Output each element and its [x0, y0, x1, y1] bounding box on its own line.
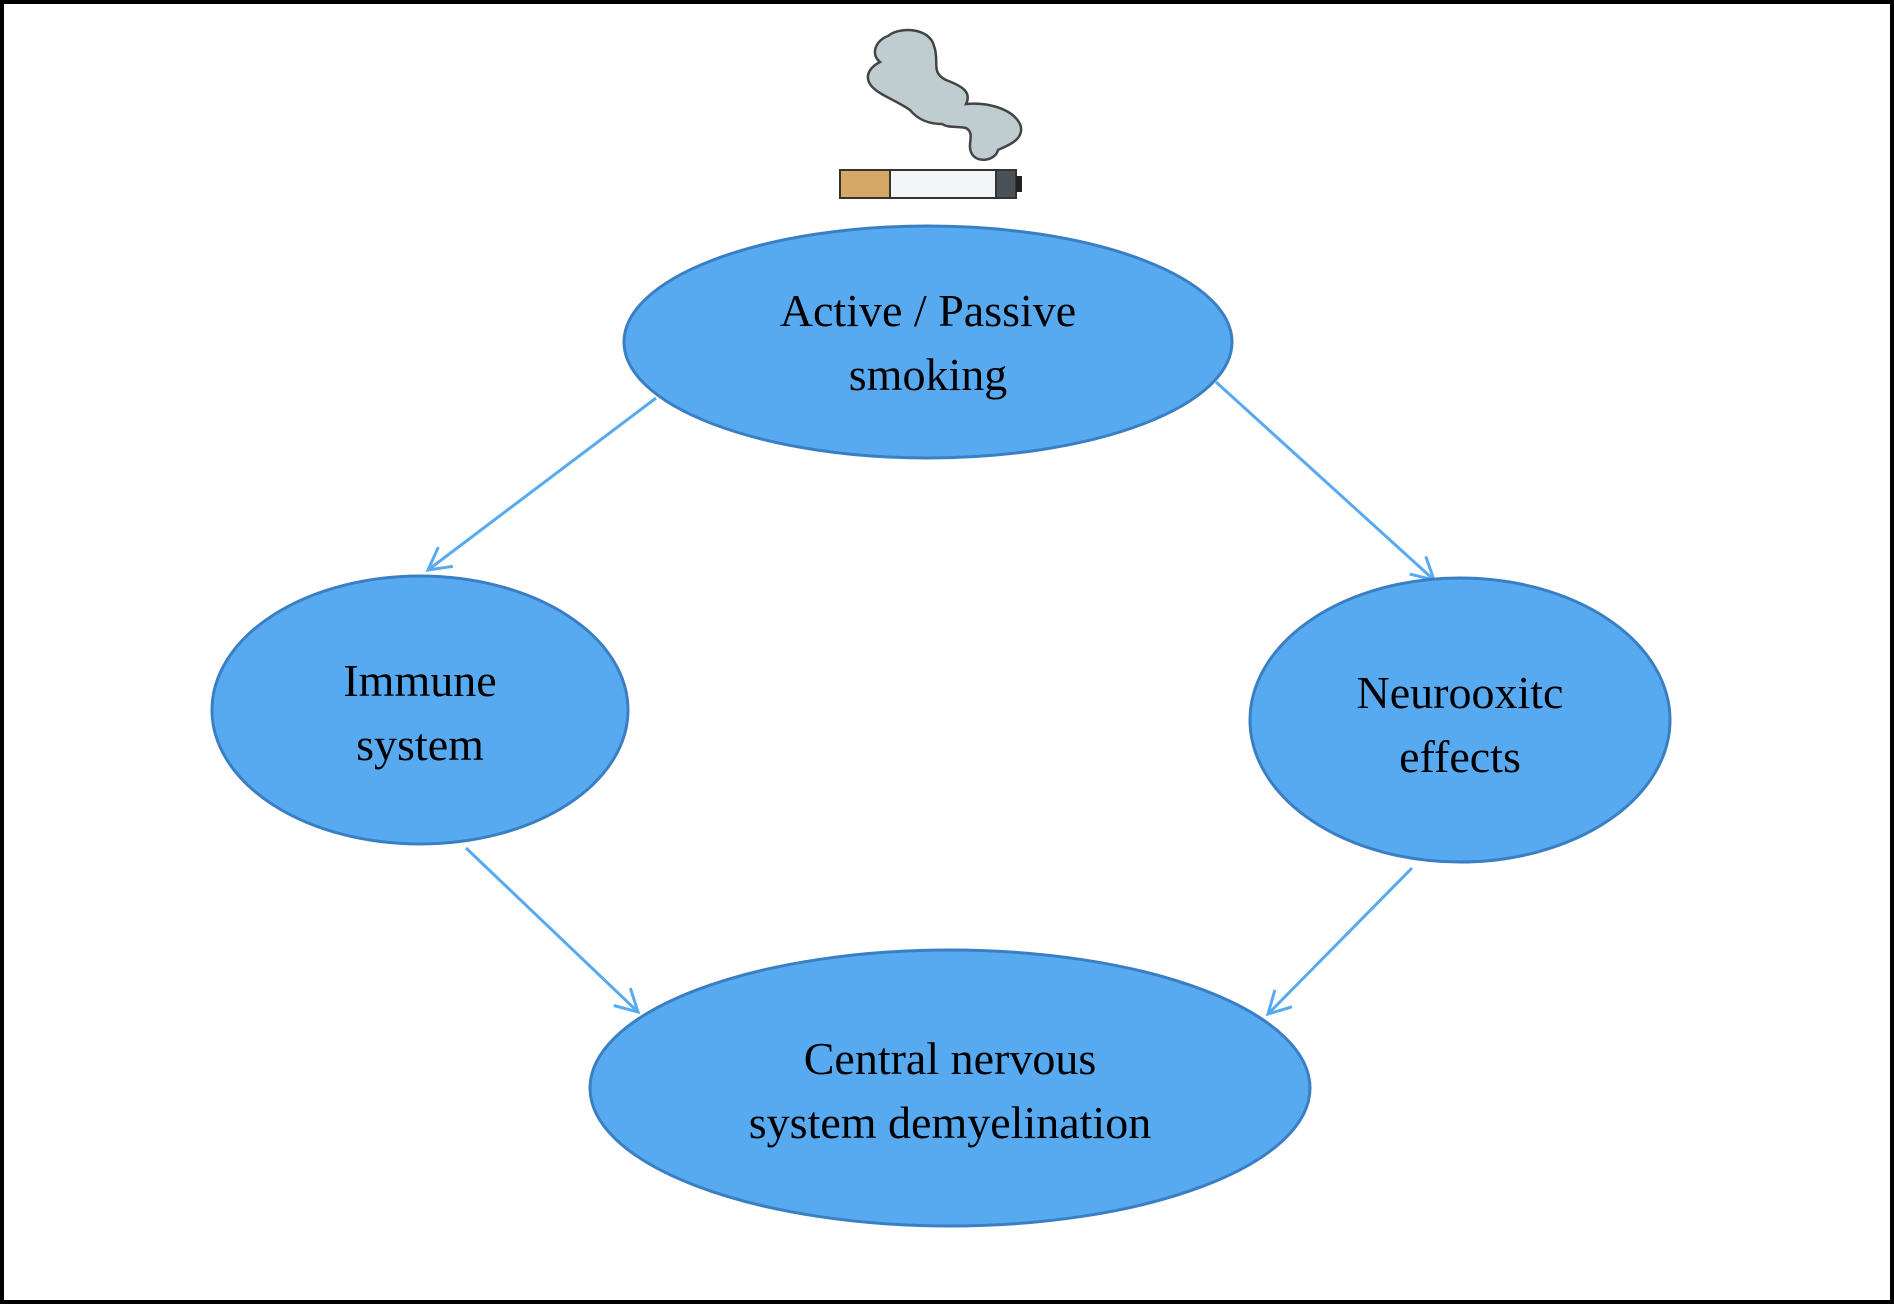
edge-immune-to-cns [464, 846, 641, 1015]
node-immune-line1: Immune [343, 655, 496, 706]
node-immune-line2: system [356, 719, 484, 770]
node-smoking-line2: smoking [849, 349, 1007, 400]
cigarette-ash [995, 169, 1017, 199]
node-neurotoxic: Neurooxitc effects [1248, 576, 1672, 864]
edge-neurotoxic-to-cns [1265, 866, 1414, 1017]
cigarette-tip [1016, 176, 1022, 192]
edge-smoking-to-neurotoxic [1214, 380, 1437, 583]
node-smoking: Active / Passive smoking [622, 224, 1234, 460]
smoke-icon [866, 28, 1023, 162]
node-immune: Immune system [210, 574, 630, 846]
cigarette-paper [889, 169, 997, 199]
cigarette-smoke-icon [839, 28, 1023, 199]
edge-smoking-to-immune [425, 396, 657, 572]
node-smoking-shape [622, 224, 1234, 460]
node-neurotoxic-shape [1248, 576, 1672, 864]
node-cns-shape [588, 948, 1312, 1228]
node-smoking-line1: Active / Passive [780, 285, 1076, 336]
node-cns-line1: Central nervous [804, 1033, 1097, 1084]
node-immune-shape [210, 574, 630, 846]
cigarette-filter [839, 169, 891, 199]
node-cns: Central nervous system demyelination [588, 948, 1312, 1228]
node-cns-line2: system demyelination [749, 1097, 1151, 1148]
node-neurotoxic-line2: effects [1399, 731, 1521, 782]
node-neurotoxic-line1: Neurooxitc [1357, 667, 1564, 718]
